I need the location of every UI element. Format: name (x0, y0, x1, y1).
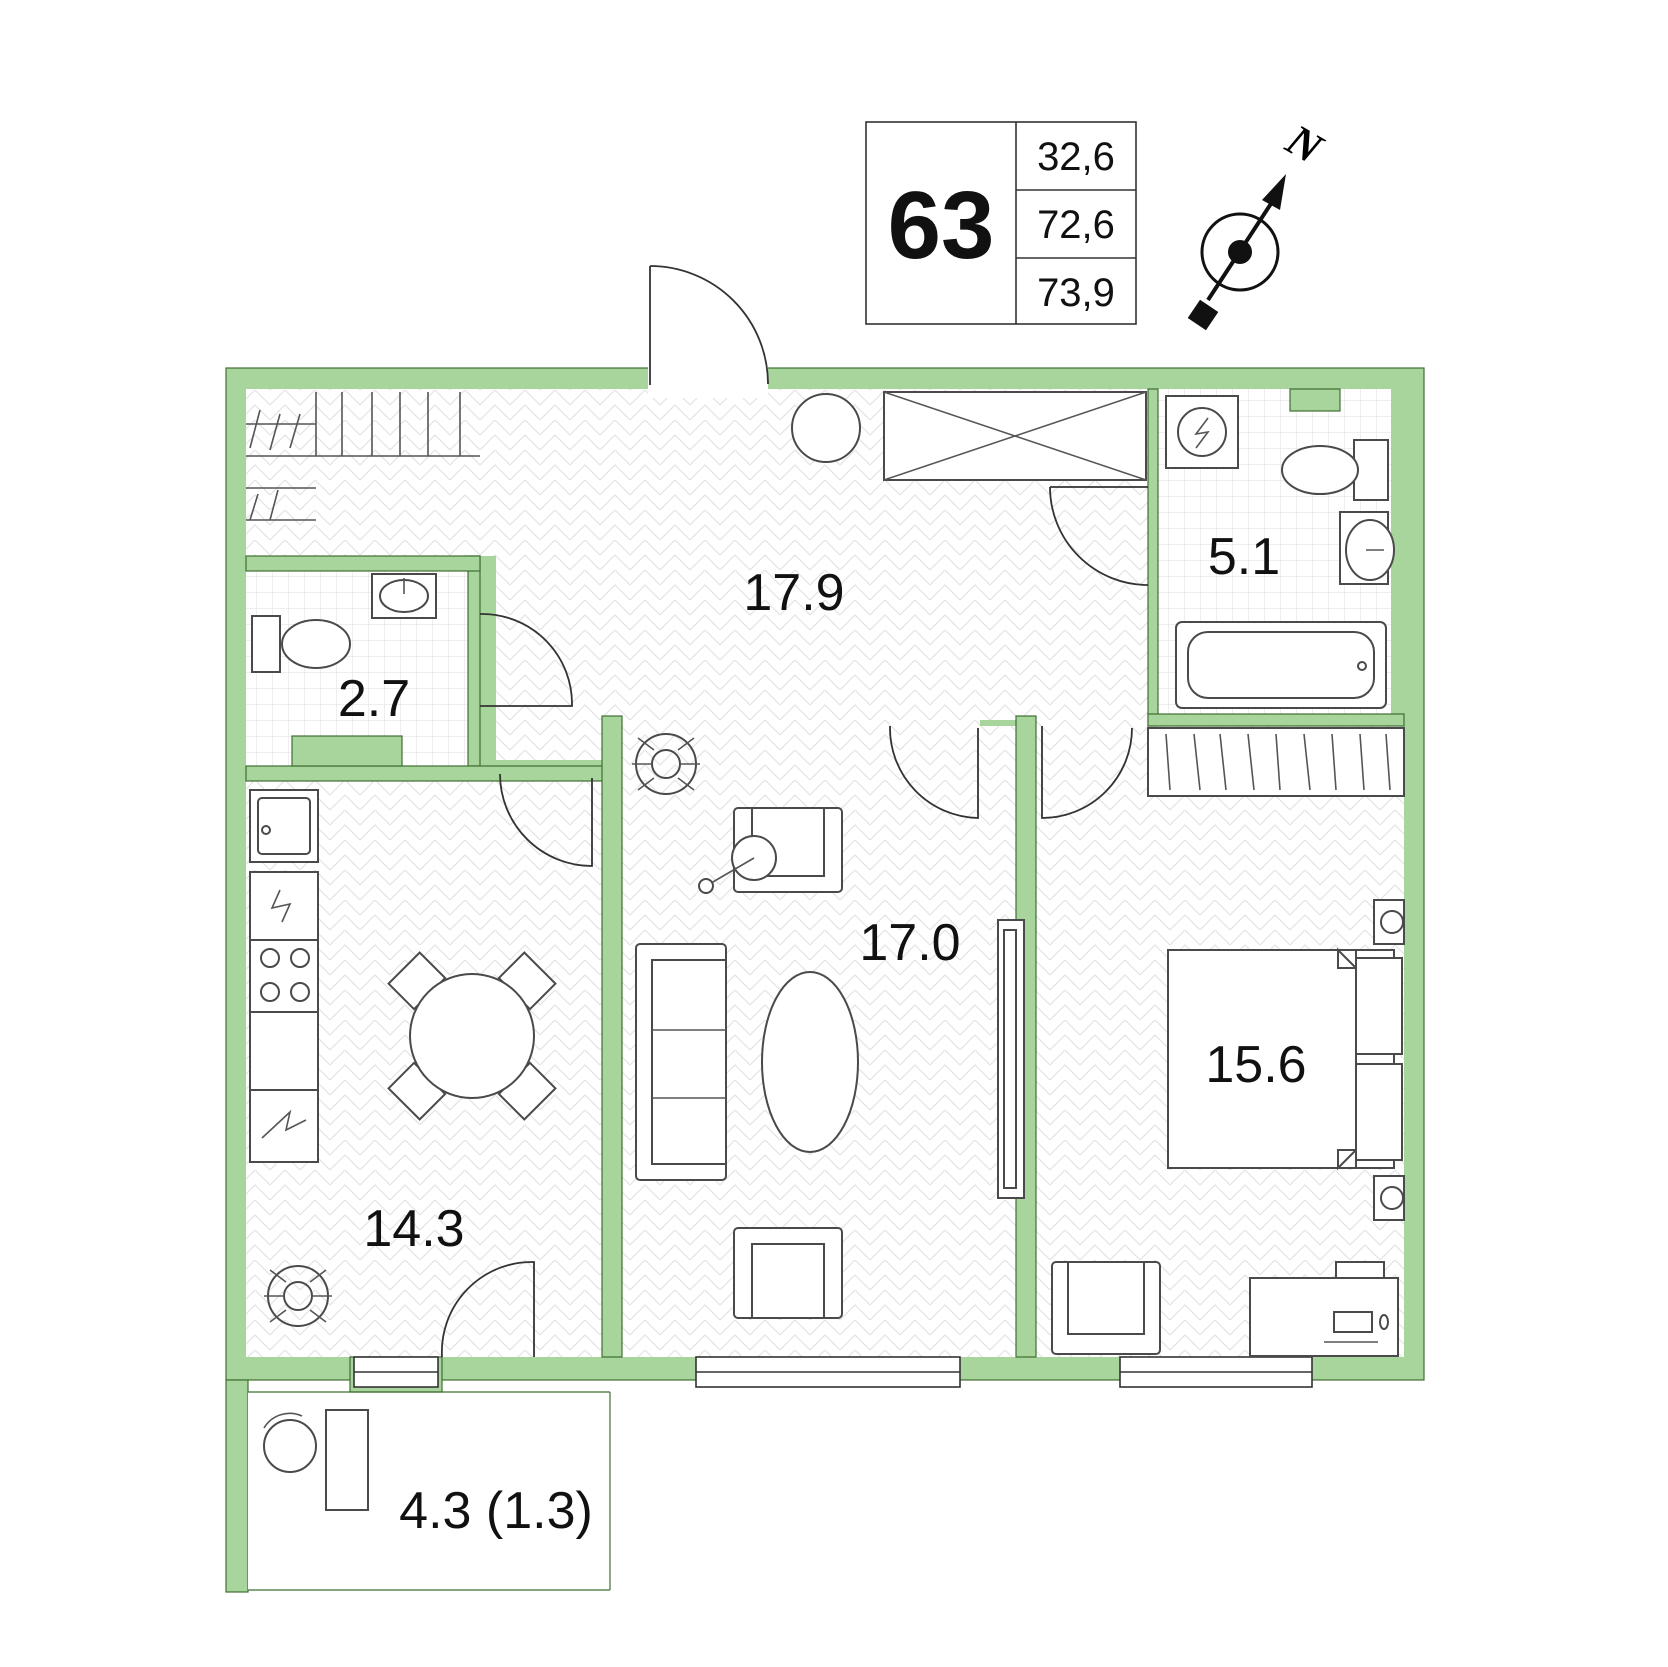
kitchen-door (499, 773, 593, 867)
room-area-wc: 2.7 (338, 670, 410, 728)
bathroom-toilet-icon (1281, 439, 1389, 501)
wc-door (479, 613, 573, 707)
kitchen-counter-icon (249, 1011, 319, 1091)
room-labels: 17.9 2.7 5.1 17.0 15.6 14.3 4.3 (1.3) (338, 528, 1307, 1540)
living-door (889, 725, 979, 819)
bed-icon (1167, 947, 1403, 1171)
balcony-wall (225, 1379, 249, 1593)
living-area-value: 32,6 (1037, 135, 1115, 179)
coffee-table-icon (761, 971, 859, 1153)
hall-stool-icon (791, 393, 861, 463)
bedroom-armchair-icon (1051, 1261, 1161, 1355)
hall-closet-icon (883, 391, 1147, 481)
tv-stand-icon (997, 919, 1025, 1199)
room-area-bathroom: 5.1 (1208, 528, 1280, 586)
dishwasher-icon (249, 871, 319, 941)
balcony-door (441, 1261, 535, 1358)
sofa-icon (635, 943, 727, 1181)
plant-icon-kitchen (264, 1265, 332, 1327)
bedroom-wardrobe-icon (1147, 727, 1405, 797)
balcony-floor (248, 1392, 608, 1590)
floors (246, 389, 1404, 1590)
wc-toilet-icon (251, 615, 351, 673)
stove-icon (249, 939, 319, 1013)
room-area-balcony: 4.3 (1.3) (399, 1482, 593, 1540)
total-area-with-balcony-value: 73,9 (1037, 271, 1115, 315)
furniture (246, 391, 1405, 1511)
armchair-icon-bottom (733, 1227, 843, 1319)
balcony-chair-icon (263, 1412, 317, 1473)
bedroom-door (1041, 726, 1133, 819)
hall-wardrobe-icon (246, 392, 480, 521)
apartment-number: 63 (888, 172, 995, 279)
doors (441, 265, 1149, 1358)
compass-north-letter: N (1277, 114, 1332, 174)
compass-icon: N (1187, 114, 1332, 331)
bathroom-door (1049, 486, 1149, 586)
nightstand-icon-bottom (1373, 1175, 1405, 1221)
dining-table-icon (387, 951, 557, 1121)
boiler-icon (1165, 395, 1239, 469)
room-area-kitchen: 14.3 (363, 1200, 464, 1258)
apartment-info-box: 63 32,6 72,6 73,9 (865, 121, 1137, 325)
wc-sink-icon (371, 573, 437, 619)
bathtub-icon (1175, 621, 1387, 709)
balcony-table-icon (325, 1409, 369, 1511)
nightstand-icon-top (1373, 899, 1405, 945)
plant-icon-living (632, 733, 700, 795)
fridge-icon (249, 1089, 319, 1163)
room-area-living: 17.0 (859, 914, 960, 972)
windows (353, 1356, 1313, 1388)
hall-floor-pattern (246, 389, 1148, 760)
desk-icon (1249, 1261, 1399, 1357)
room-area-hall: 17.9 (743, 564, 844, 622)
room-area-bedroom: 15.6 (1205, 1036, 1306, 1094)
total-area-value: 72,6 (1037, 203, 1115, 247)
armchair-icon-top (698, 807, 843, 894)
bathroom-sink-icon (1339, 511, 1395, 585)
kitchen-sink-icon (249, 789, 319, 863)
